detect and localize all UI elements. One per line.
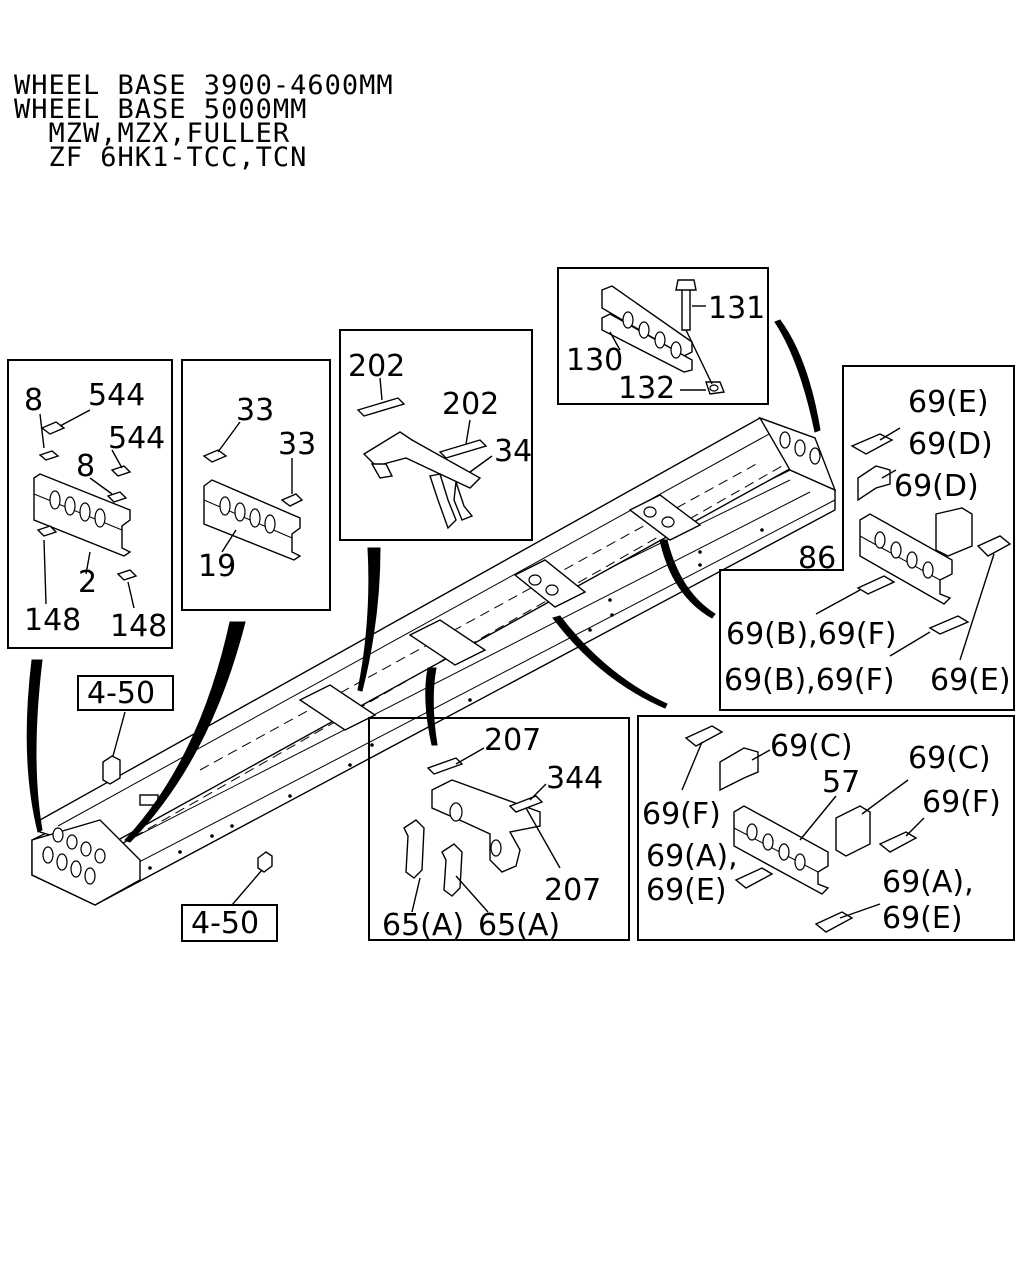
label-34: 34 [494,434,532,469]
label-130: 130 [566,343,623,378]
crossmember-3 [408,619,487,666]
bracket-ref-upper [102,755,121,785]
label-544-a: 544 [88,378,145,413]
label-69C-a: 69(C) [770,729,853,764]
part-69F-plate-right[interactable] [878,831,918,853]
label-69D-a: 69(D) [908,427,993,462]
label-8-a: 8 [24,383,43,418]
label-86: 86 [798,541,836,576]
part-202-plate-a[interactable] [356,397,406,417]
part-69B-plate-a[interactable] [856,575,896,595]
label-57: 57 [822,765,860,800]
label-207-b: 207 [544,873,601,908]
part-33-plate-a[interactable] [202,449,228,463]
detail-box-rear-end: 131 130 132 [557,267,769,406]
label-148-b: 148 [110,609,167,644]
label-344: 344 [546,761,603,796]
detail-box-mid-crossmember: 69(C) 69(C) 57 69(F) 69(F) 69(A), 69(E) … [637,715,1015,941]
part-131-bolt[interactable] [675,279,697,331]
label-69E-right: 69(E) [930,663,1011,698]
label-202-a: 202 [348,349,405,384]
label-33-a: 33 [236,393,274,428]
part-207-plate-a[interactable] [426,757,464,775]
label-69F-right: 69(F) [922,785,1001,820]
label-69E-top: 69(E) [908,385,989,420]
label-69BF-b: 69(B),69(F) [724,663,895,698]
header-line-1: WHEEL BASE 3900-4600MM [14,70,394,101]
header-line-4: ZF 6HK1-TCC,TCN [14,142,307,173]
label-131: 131 [708,291,765,326]
part-544-plate-b[interactable] [110,465,132,477]
front-crossmember-holes [42,827,106,885]
part-8-plate-a[interactable] [38,450,60,461]
label-69F-left: 69(F) [642,797,721,832]
label-69C-b: 69(C) [908,741,991,776]
label-33-b: 33 [278,427,316,462]
part-69C-plate[interactable] [719,747,759,792]
label-207-a: 207 [484,723,541,758]
part-33-plate-b[interactable] [280,493,304,507]
part-69F-plate-left[interactable] [684,725,724,747]
frame-rivets [148,528,764,870]
ref-label-lower: 4-50 [191,906,259,941]
part-544-plate-a[interactable] [40,421,66,435]
label-2: 2 [78,565,97,600]
label-8-b: 8 [76,449,95,484]
part-344-bracket[interactable] [431,779,541,873]
label-69E-b: 69(E) [882,901,963,936]
ref-label-upper: 4-50 [87,676,155,711]
part-148-plate-b[interactable] [116,569,138,581]
part-69D-block[interactable] [935,507,973,557]
part-130-bracket[interactable] [601,285,693,357]
label-19: 19 [198,549,236,584]
part-69C-block[interactable] [835,805,871,857]
label-69D-b: 69(D) [894,469,979,504]
part-8-plate-b[interactable] [106,491,128,503]
callout-leaders [26,319,821,843]
bracket-ref-lower [257,851,273,873]
label-69BF-a: 69(B),69(F) [726,617,897,652]
header-block: WHEEL BASE 3900-4600MM WHEEL BASE 5000MM… [14,70,394,173]
part-69E-plate-right[interactable] [976,535,1012,557]
detail-box-third-crossmember: 202 202 34 [339,329,533,541]
label-69A-b: 69(A), [882,865,974,900]
label-132: 132 [618,371,675,406]
detail-box-rear-crossmember: 69(E) 69(D) 69(D) 86 69(B),69(F) 69(B),6… [719,365,1015,711]
crossmember-2 [298,684,377,731]
part-69B-plate-b[interactable] [928,615,970,635]
part-65A-hanger-b[interactable] [441,843,463,897]
label-69A-a: 69(A), [646,839,738,874]
label-148-a: 148 [24,603,81,638]
part-202-plate-b[interactable] [438,439,488,459]
header-line-3: MZW,MZX,FULLER [14,118,290,149]
label-65A-a: 65(A) [382,908,464,943]
label-202-b: 202 [442,387,499,422]
part-65A-hanger-a[interactable] [403,819,425,879]
label-69E-a: 69(E) [646,873,727,908]
part-207-plate-b[interactable] [508,795,544,813]
crossmember-4 [513,559,587,608]
header-line-2: WHEEL BASE 5000MM [14,94,307,125]
part-148-plate-a[interactable] [36,525,58,537]
ref-box-lower[interactable]: 4-50 [181,904,278,942]
label-65A-b: 65(A) [478,908,560,943]
label-544-b: 544 [108,421,165,456]
detail-box-second-crossmember: 33 33 19 [181,359,331,611]
part-34-crossmember[interactable] [362,431,482,489]
ref-box-upper[interactable]: 4-50 [77,675,174,711]
detail-box-hanger: 207 344 207 65(A) 65(A) [368,717,630,943]
part-69AE-plate-a[interactable] [734,867,774,889]
detail-box-front-crossmember: 8 544 544 8 2 148 148 [7,359,173,649]
part-69D-plate-a[interactable] [857,465,891,502]
